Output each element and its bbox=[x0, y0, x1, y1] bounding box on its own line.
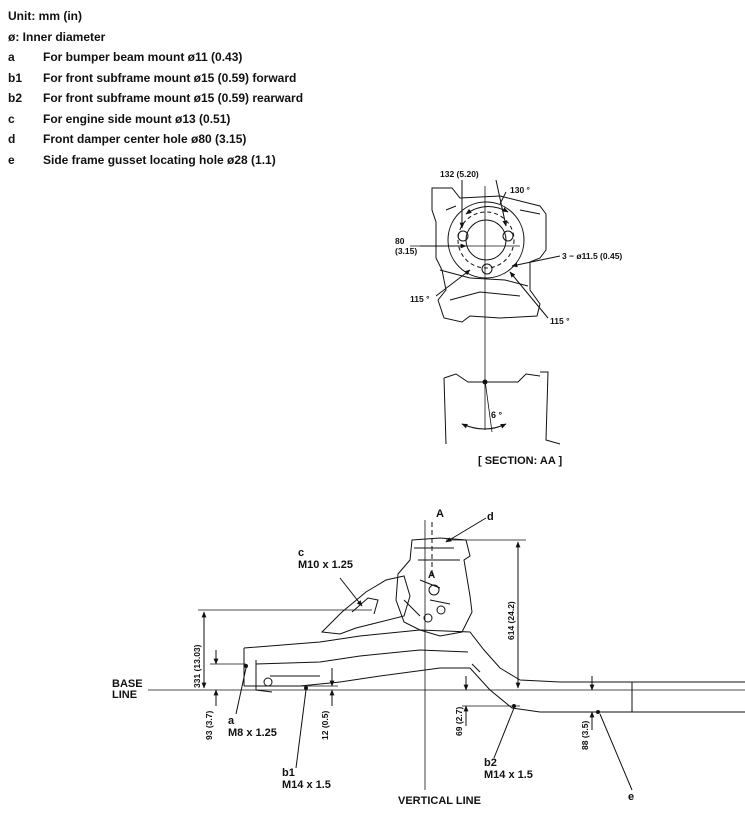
front-end bbox=[243, 648, 273, 693]
legend-text: For bumper beam mount ø11 (0.43) bbox=[43, 50, 243, 64]
base-line-label-2: LINE bbox=[112, 689, 137, 701]
section-mark-top: A bbox=[436, 508, 444, 520]
dim-132-label: 132 (5.20) bbox=[440, 169, 479, 179]
b2-hole-dot bbox=[512, 704, 516, 708]
dim-12-label: 12 (0.5) bbox=[320, 711, 330, 740]
damper-panel-outline bbox=[431, 187, 547, 323]
damper-center-hole bbox=[465, 219, 507, 261]
label-d: d bbox=[487, 511, 494, 523]
vertical-line-label: VERTICAL LINE bbox=[398, 795, 481, 807]
tilt-center-dot bbox=[482, 379, 488, 385]
dim-88-label: 88 (3.5) bbox=[580, 721, 590, 750]
legend-key: e bbox=[8, 152, 15, 167]
label-a: a bbox=[228, 715, 235, 727]
label-e-leader bbox=[599, 713, 633, 791]
dim-80-inch-label: (3.15) bbox=[395, 246, 417, 256]
tower-hole-3 bbox=[423, 613, 433, 623]
legend-text: For front subframe mount ø15 (0.59) forw… bbox=[43, 70, 297, 85]
damper-dashed-circle bbox=[457, 211, 515, 269]
legend-key: c bbox=[8, 111, 15, 126]
label-a-leader bbox=[235, 667, 247, 715]
b1-hole-dot bbox=[304, 686, 308, 690]
legend-item-d: d Front damper center hole ø80 (3.15) bbox=[8, 129, 303, 150]
engine-mount-bracket bbox=[320, 575, 411, 635]
section-mark-bottom: A bbox=[428, 570, 435, 581]
side-frame-middle bbox=[255, 649, 481, 677]
section-caption: [ SECTION: AA ] bbox=[478, 455, 562, 467]
legend-text: For front subframe mount ø15 (0.59) rear… bbox=[43, 91, 304, 105]
angle-115-right-leader bbox=[509, 271, 549, 319]
tower-hole-1 bbox=[428, 584, 440, 596]
label-d-leader bbox=[445, 517, 487, 543]
legend-text: Front damper center hole ø80 (3.15) bbox=[43, 132, 247, 146]
legend: Unit: mm (in) ø: Inner diameter a For bu… bbox=[8, 6, 303, 170]
dim-331-label: 331 (13.03) bbox=[192, 644, 202, 688]
dim-614-label: 614 (24.2) bbox=[506, 601, 516, 640]
holes-label: 3 − ø11.5 (0.45) bbox=[562, 251, 622, 261]
legend-item-c: c For engine side mount ø13 (0.51) bbox=[8, 109, 303, 130]
e-hole-dot bbox=[596, 710, 600, 714]
dim-69-label: 69 (2.7) bbox=[454, 707, 464, 736]
label-b1-thread: M14 x 1.5 bbox=[282, 779, 331, 791]
holes-leader bbox=[511, 255, 561, 268]
side-frame-lower bbox=[244, 667, 745, 713]
legend-item-e: e Side frame gusset locating hole ø28 (1… bbox=[8, 150, 303, 171]
label-a-thread: M8 x 1.25 bbox=[228, 727, 277, 739]
legend-text: Side frame gusset locating hole ø28 (1.1… bbox=[43, 152, 276, 167]
mount-hole-left bbox=[457, 230, 469, 242]
tower-hole-2 bbox=[436, 605, 446, 615]
legend-key: d bbox=[8, 132, 16, 146]
legend-item-b1: b1 For front subframe mount ø15 (0.59) f… bbox=[8, 68, 303, 89]
angle-130-arc bbox=[465, 206, 509, 215]
label-e: e bbox=[628, 791, 634, 803]
dim-93-label: 93 (3.7) bbox=[204, 711, 214, 740]
inner-diameter-text: ø: Inner diameter bbox=[8, 29, 106, 44]
unit-text: Unit: mm (in) bbox=[8, 9, 82, 23]
label-b1: b1 bbox=[282, 767, 295, 779]
mount-hole-bottom bbox=[481, 263, 493, 275]
tilt-line bbox=[484, 379, 493, 433]
damper-boss bbox=[447, 201, 525, 279]
panel-detail bbox=[439, 205, 541, 301]
angle-6-label: 6 ° bbox=[491, 410, 503, 420]
legend-item-a: a For bumper beam mount ø11 (0.43) bbox=[8, 47, 303, 68]
legend-key: a bbox=[8, 50, 15, 64]
damper-tower-detail bbox=[403, 547, 460, 617]
legend-key: b2 bbox=[8, 91, 23, 105]
angle-115-right-label: 115 ° bbox=[550, 316, 570, 326]
side-view bbox=[148, 517, 745, 791]
legend-key: b1 bbox=[8, 70, 23, 85]
label-b1-leader bbox=[295, 689, 307, 769]
base-line-label-1: BASE bbox=[112, 678, 143, 690]
a-hole-dot bbox=[244, 664, 248, 668]
label-c: c bbox=[298, 547, 304, 559]
label-c-thread: M10 x 1.25 bbox=[298, 559, 353, 571]
section-view bbox=[410, 179, 561, 445]
angle-115-left-label: 115 ° bbox=[410, 294, 430, 304]
angle-130-label: 130 ° bbox=[510, 185, 531, 195]
label-b2-leader bbox=[493, 707, 515, 759]
bumper-mount-hole bbox=[263, 677, 273, 687]
angle-130-leader bbox=[499, 191, 507, 205]
side-frame-upper bbox=[243, 629, 745, 683]
section-profile bbox=[443, 371, 561, 445]
mount-hole-right bbox=[502, 230, 514, 242]
angle-115-left-leader bbox=[435, 269, 471, 297]
label-b2-thread: M14 x 1.5 bbox=[484, 769, 533, 781]
legend-text: For engine side mount ø13 (0.51) bbox=[43, 111, 231, 126]
label-b2: b2 bbox=[484, 757, 497, 769]
label-c-leader bbox=[339, 577, 363, 607]
legend-item-b2: b2 For front subframe mount ø15 (0.59) r… bbox=[8, 88, 303, 109]
angle-6-arc bbox=[461, 423, 507, 430]
dim-80-label: 80 bbox=[395, 236, 405, 246]
